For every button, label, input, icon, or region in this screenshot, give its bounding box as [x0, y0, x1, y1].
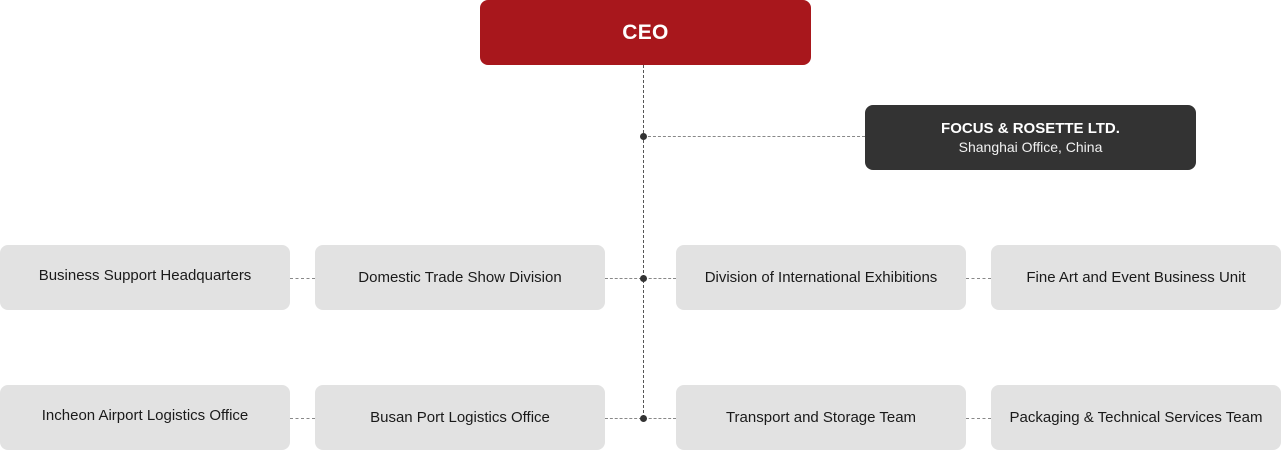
row1-right-connector — [966, 278, 991, 279]
unit-label: Incheon Airport Logistics Office — [41, 406, 249, 424]
subsidiary-junction-dot — [640, 133, 647, 140]
unit-incheon-airport-logistics-office: Incheon Airport Logistics Office — [0, 385, 290, 450]
unit-fine-art-and-event-business-unit: Fine Art and Event Business Unit — [991, 245, 1281, 310]
unit-label: Division of International Exhibitions — [704, 269, 938, 286]
unit-label: Fine Art and Event Business Unit — [1026, 269, 1246, 286]
unit-division-of-international-exhibitions: Division of International Exhibitions — [676, 245, 966, 310]
subsidiary-box: FOCUS & ROSETTE LTD. Shanghai Office, Ch… — [865, 105, 1196, 170]
subsidiary-name: FOCUS & ROSETTE LTD. — [941, 119, 1120, 137]
unit-label: Business Support Headquarters — [38, 266, 252, 284]
unit-label: Busan Port Logistics Office — [370, 409, 550, 426]
ceo-label: CEO — [622, 20, 669, 44]
row1-junction-dot — [640, 275, 647, 282]
subsidiary-location: Shanghai Office, China — [958, 138, 1103, 155]
unit-label: Transport and Storage Team — [725, 409, 917, 426]
row2-junction-dot — [640, 415, 647, 422]
unit-label: Packaging & Technical Services Team — [1009, 409, 1263, 426]
row2-right-connector — [966, 418, 991, 419]
main-trunk-connector — [643, 65, 644, 418]
subsidiary-connector — [643, 136, 865, 137]
unit-transport-and-storage-team: Transport and Storage Team — [676, 385, 966, 450]
row2-left-connector — [290, 418, 315, 419]
unit-business-support-headquarters: Business Support Headquarters — [0, 245, 290, 310]
row1-left-connector — [290, 278, 315, 279]
unit-busan-port-logistics-office: Busan Port Logistics Office — [315, 385, 605, 450]
ceo-box: CEO — [480, 0, 811, 65]
unit-label: Domestic Trade Show Division — [358, 269, 562, 286]
unit-packaging-and-technical-services-team: Packaging & Technical Services Team — [991, 385, 1281, 450]
unit-domestic-trade-show-division: Domestic Trade Show Division — [315, 245, 605, 310]
